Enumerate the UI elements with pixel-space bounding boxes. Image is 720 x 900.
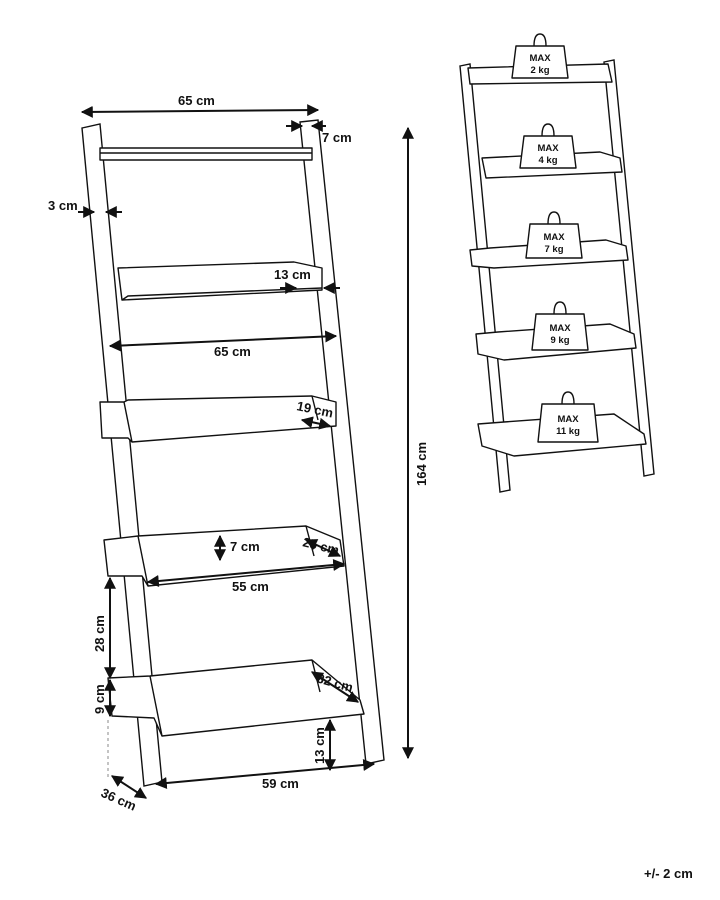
weight-4-max: MAX [549,323,571,334]
dimension-labels: 65 cm 7 cm 3 cm 13 cm 65 cm 19 cm 7 cm 2… [48,93,429,814]
weight-4-value: 9 kg [550,335,569,346]
dim-shelf-spacing: 28 cm [92,615,107,652]
dim-top-width: 65 cm [178,93,215,108]
dim-shelf-width: 65 cm [214,344,251,359]
weight-2: MAX 4 kg [519,123,577,169]
dim-top-depth: 7 cm [322,130,352,145]
dim-bottom-clearance: 13 cm [312,727,327,764]
weight-3-value: 7 kg [544,244,563,255]
dimension-arrows [78,104,414,799]
weight-3: MAX 7 kg [525,211,583,259]
load-weights: MAX 2 kg MAX 4 kg MAX 7 kg MAX 9 kg MAX … [511,33,599,443]
dim-frame-thickness: 3 cm [48,198,78,213]
dim-bottom-lip: 9 cm [92,684,107,714]
weight-5-value: 11 kg [556,426,580,437]
weight-1-max: MAX [529,53,551,64]
weight-2-value: 4 kg [538,155,557,166]
weight-4: MAX 9 kg [531,301,589,351]
weight-5: MAX 11 kg [537,391,599,443]
dim-lip-height: 7 cm [230,539,260,554]
weight-1-value: 2 kg [530,65,549,76]
dim-shelf1-depth: 13 cm [274,267,311,282]
weight-2-max: MAX [537,143,559,154]
dim-shelf2-depth: 19 cm [295,398,334,420]
dim-base-width: 59 cm [262,776,299,791]
weight-3-max: MAX [543,232,565,243]
top-shelf [99,147,313,161]
tolerance-note: +/- 2 cm [644,866,693,881]
dim-shelf3-width: 55 cm [232,579,269,594]
shelf-4 [107,659,365,737]
weight-5-max: MAX [557,414,579,425]
dim-total-height: 164 cm [414,442,429,486]
shelf-2 [99,395,337,443]
weight-1: MAX 2 kg [511,33,569,79]
